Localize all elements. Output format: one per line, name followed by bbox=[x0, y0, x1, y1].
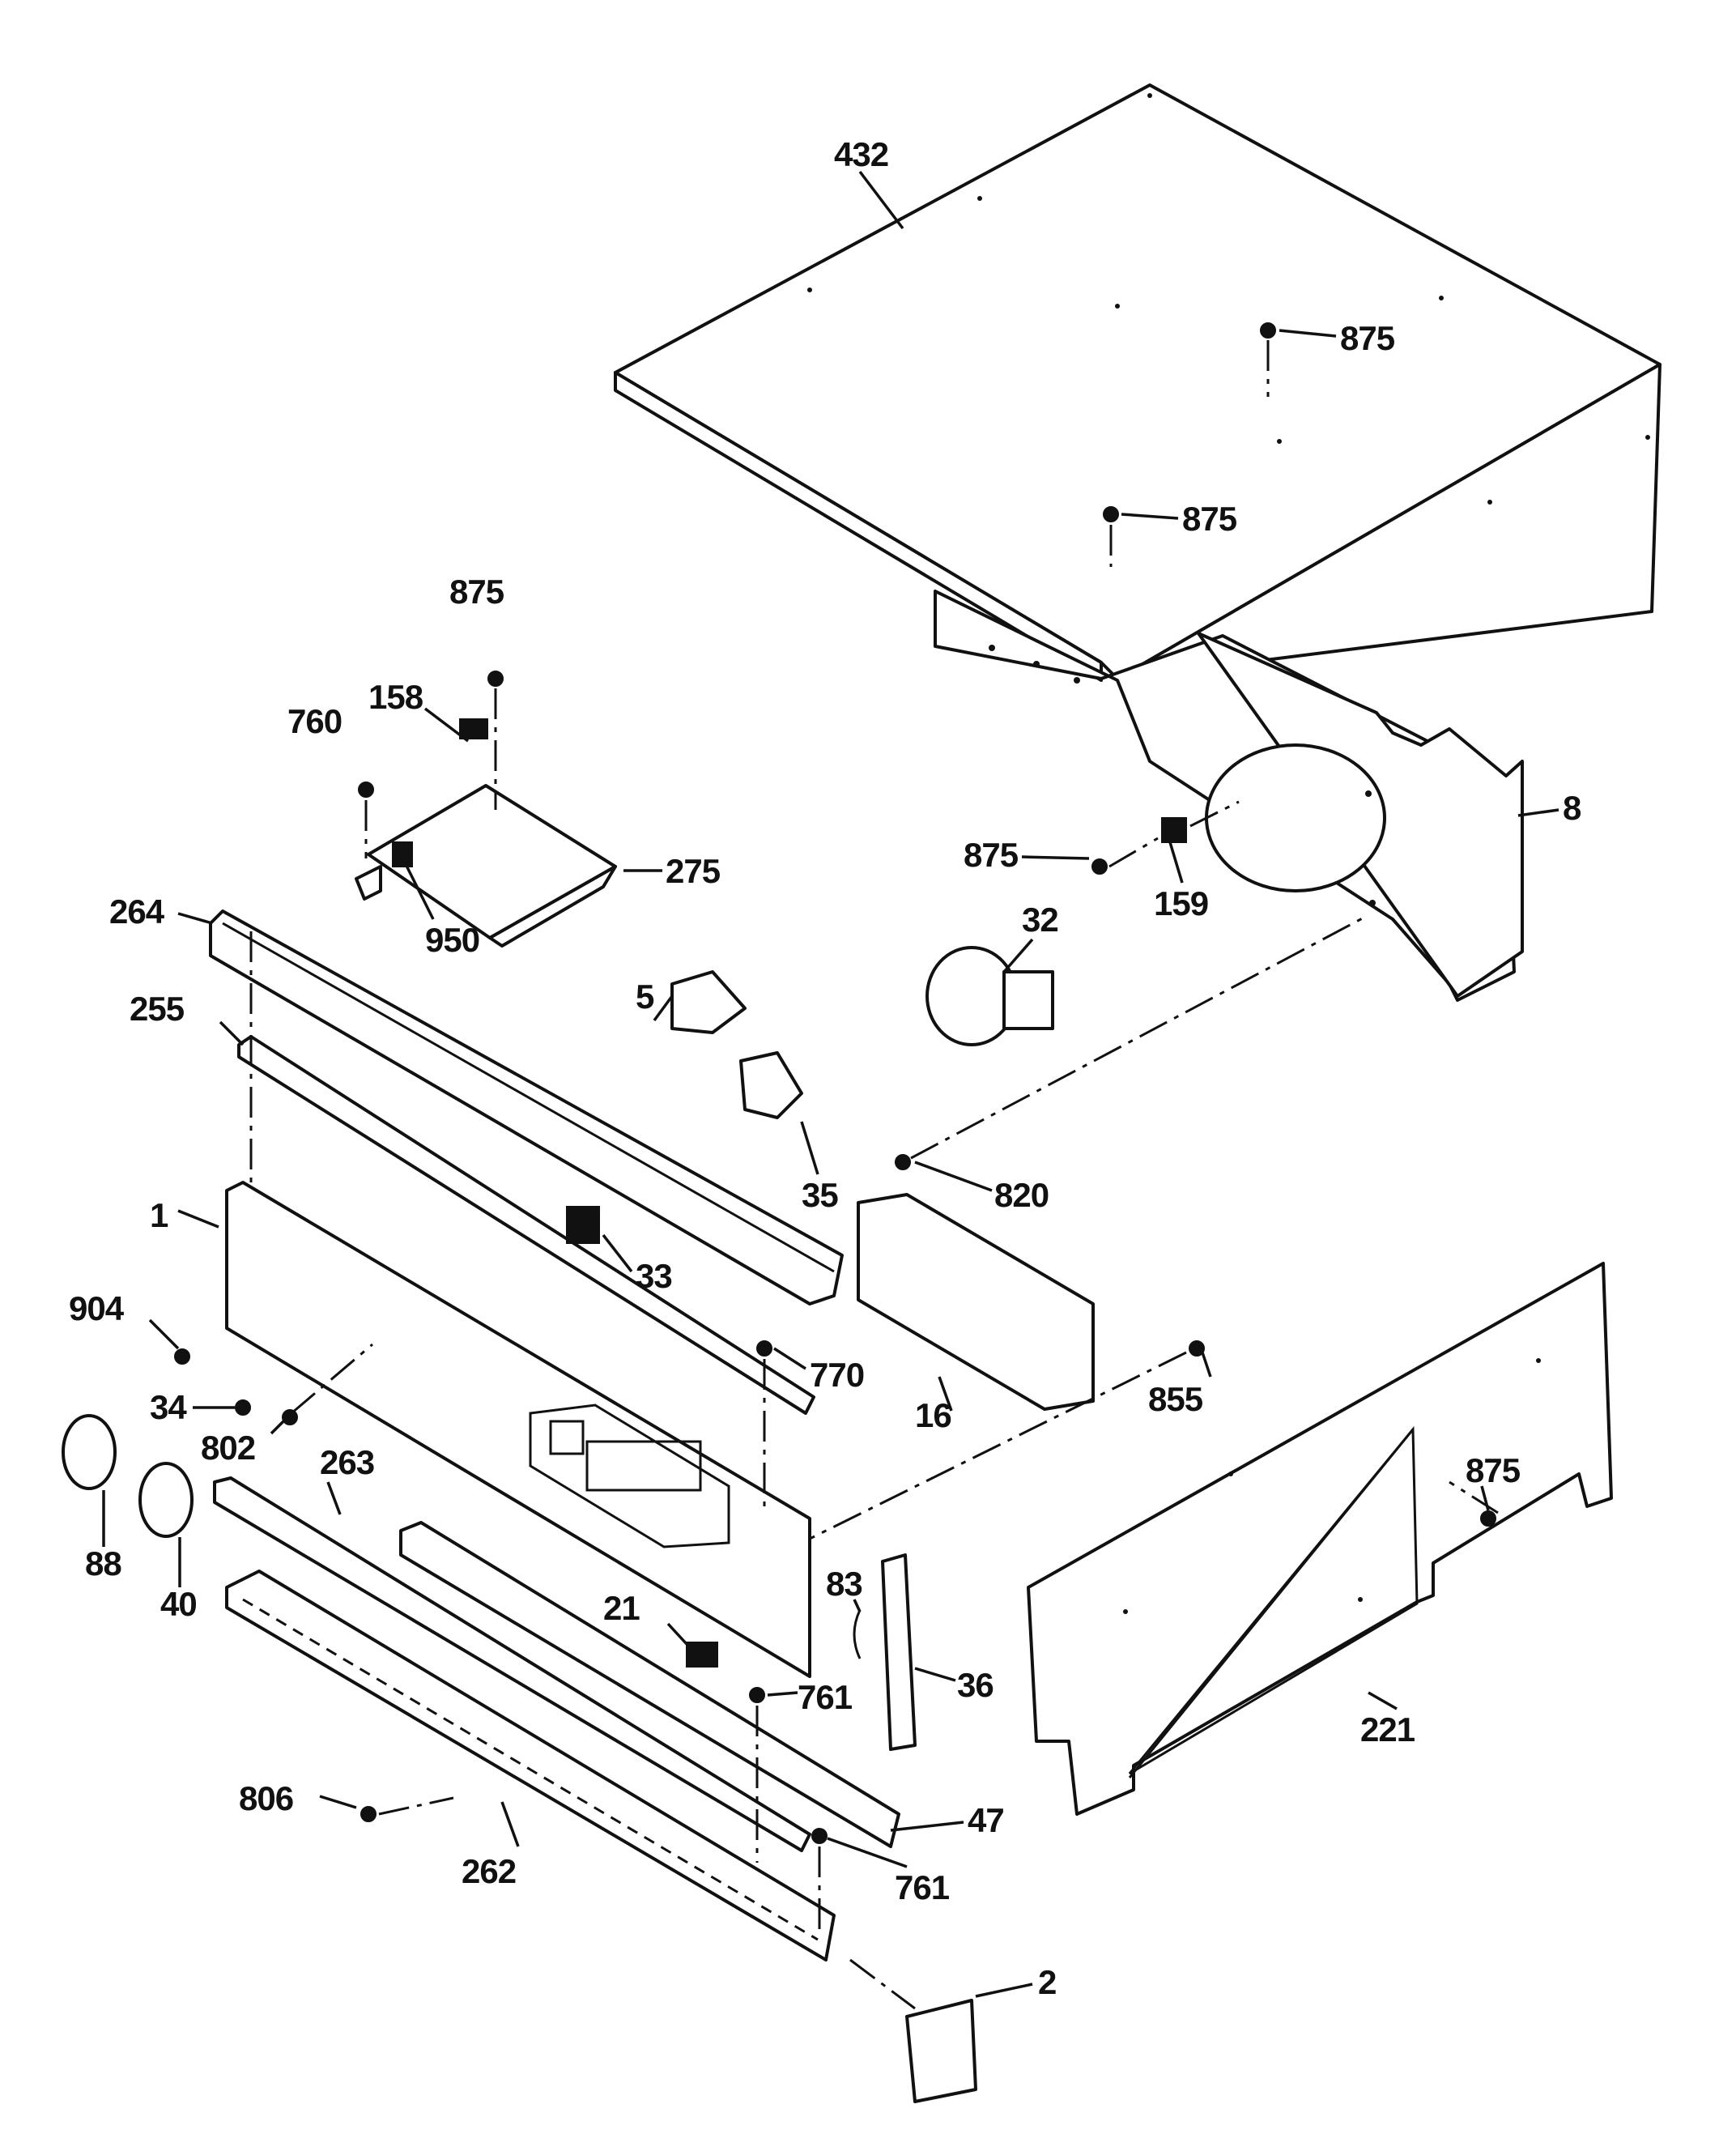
part-263-trim[interactable] bbox=[213, 1476, 811, 1852]
part-32-fan-motor[interactable] bbox=[925, 946, 1054, 1046]
part-83-clip[interactable] bbox=[853, 1609, 862, 1659]
callout-88: 88 bbox=[85, 1544, 121, 1582]
callout-158: 158 bbox=[368, 678, 423, 716]
part-8-rear-panel[interactable] bbox=[934, 590, 1524, 1002]
part-1-control-panel[interactable] bbox=[225, 1181, 811, 1678]
screw-760 bbox=[358, 782, 374, 798]
screw-802 bbox=[282, 1409, 298, 1425]
leader-lines bbox=[102, 170, 1559, 1998]
screw-875-rear bbox=[1091, 858, 1108, 875]
callout-1: 1 bbox=[150, 1196, 168, 1234]
callout-263: 263 bbox=[320, 1443, 374, 1481]
callout-5: 5 bbox=[636, 978, 654, 1016]
callout-33: 33 bbox=[636, 1257, 672, 1295]
callout-820: 820 bbox=[994, 1176, 1049, 1214]
part-36-bracket[interactable] bbox=[881, 1553, 917, 1751]
screw-761-a bbox=[749, 1687, 765, 1703]
callout-855: 855 bbox=[1148, 1380, 1203, 1418]
part-262-grille[interactable] bbox=[225, 1570, 836, 1961]
screws[interactable] bbox=[174, 322, 1496, 1844]
part-221-side-panel[interactable] bbox=[1027, 1262, 1613, 1816]
callout-16: 16 bbox=[915, 1396, 951, 1434]
callout-802: 802 bbox=[201, 1429, 255, 1467]
callout-255: 255 bbox=[130, 990, 185, 1028]
callout-264: 264 bbox=[109, 892, 165, 931]
screw-820 bbox=[895, 1154, 911, 1170]
callout-432: 432 bbox=[834, 135, 888, 173]
callout-875: 875 bbox=[1182, 500, 1237, 538]
screw-770 bbox=[756, 1340, 772, 1357]
callout-262: 262 bbox=[462, 1852, 516, 1890]
callout-83: 83 bbox=[826, 1565, 862, 1603]
callout-40: 40 bbox=[160, 1585, 197, 1623]
callout-761: 761 bbox=[895, 1868, 950, 1906]
callout-32: 32 bbox=[1022, 901, 1058, 939]
callout-806: 806 bbox=[239, 1779, 293, 1817]
callout-875: 875 bbox=[1340, 319, 1395, 357]
assembly-lines bbox=[249, 340, 1499, 2010]
callout-875: 875 bbox=[449, 573, 504, 611]
screw-904 bbox=[174, 1348, 190, 1365]
screw-875-mid bbox=[1103, 506, 1119, 522]
callout-8: 8 bbox=[1563, 789, 1581, 827]
part-432-top-cover[interactable] bbox=[614, 83, 1662, 682]
part-5-switch[interactable] bbox=[670, 970, 747, 1034]
callout-36: 36 bbox=[957, 1666, 994, 1704]
part-158-thermostat[interactable] bbox=[459, 718, 488, 739]
callout-770: 770 bbox=[810, 1356, 864, 1394]
part-255-rail[interactable] bbox=[237, 1035, 815, 1415]
screw-855 bbox=[1189, 1340, 1205, 1357]
callout-47: 47 bbox=[968, 1801, 1004, 1839]
callout-950: 950 bbox=[425, 921, 479, 959]
part-2-end-cap[interactable] bbox=[905, 1999, 977, 2103]
callout-2: 2 bbox=[1038, 1963, 1056, 2001]
callout-labels: 432 875 875 875 158 760 275 264 950 255 … bbox=[69, 135, 1582, 2001]
callout-875: 875 bbox=[964, 836, 1019, 874]
callout-761: 761 bbox=[798, 1678, 853, 1716]
part-264-trim[interactable] bbox=[209, 909, 844, 1306]
screw-34 bbox=[235, 1399, 251, 1416]
screw-875-top bbox=[1260, 322, 1276, 339]
part-950-connector[interactable] bbox=[392, 841, 413, 867]
callout-875: 875 bbox=[1466, 1451, 1521, 1489]
callout-34: 34 bbox=[150, 1388, 187, 1426]
part-16-electronic-control[interactable] bbox=[857, 1193, 1095, 1411]
part-33-switch[interactable] bbox=[566, 1206, 600, 1244]
part-159-thermostat[interactable] bbox=[1161, 817, 1187, 843]
part-21-switch[interactable] bbox=[686, 1642, 718, 1668]
callout-159: 159 bbox=[1154, 884, 1208, 922]
part-88-knob[interactable] bbox=[62, 1414, 117, 1490]
part-35-switch[interactable] bbox=[739, 1051, 803, 1119]
part-275-bracket[interactable] bbox=[355, 784, 617, 948]
callout-904: 904 bbox=[69, 1289, 125, 1327]
part-40-knob[interactable] bbox=[138, 1462, 194, 1538]
callout-21: 21 bbox=[603, 1589, 640, 1627]
callout-760: 760 bbox=[287, 702, 342, 740]
screw-761-b bbox=[811, 1828, 828, 1844]
callout-221: 221 bbox=[1360, 1710, 1415, 1748]
screw-806 bbox=[360, 1806, 377, 1822]
screw-875-side bbox=[1480, 1510, 1496, 1527]
screw-875-bracket bbox=[487, 671, 504, 687]
callout-35: 35 bbox=[802, 1176, 838, 1214]
callout-275: 275 bbox=[666, 852, 721, 890]
